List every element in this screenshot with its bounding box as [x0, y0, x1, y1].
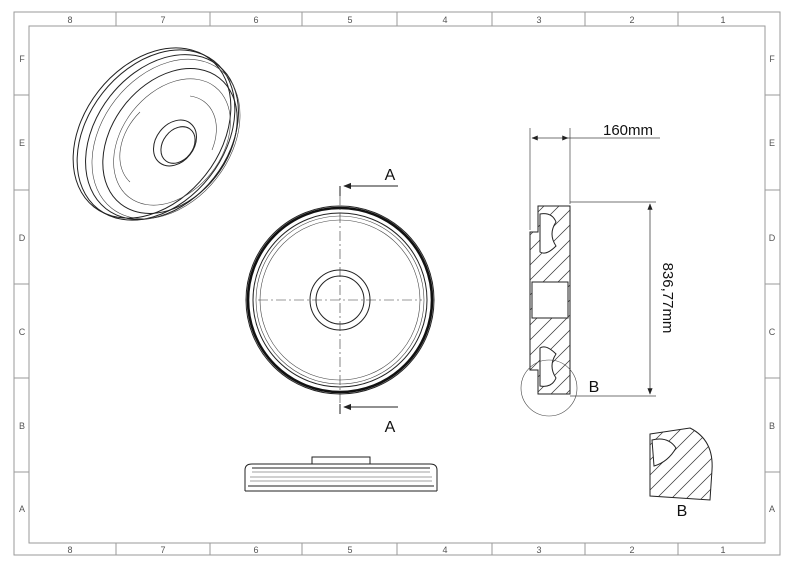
zone-ticks — [14, 12, 780, 555]
zone-row-label: A — [769, 504, 775, 514]
zone-row-label: A — [19, 504, 25, 514]
detail-view-label: B — [677, 503, 688, 520]
diameter-dimension: 836,77mm — [570, 201, 676, 397]
zone-row-label: C — [769, 327, 776, 337]
isometric-view — [72, 47, 241, 221]
zone-row-label: B — [19, 421, 25, 431]
zone-labels-bottom: 8 7 6 5 4 3 2 1 — [67, 545, 725, 555]
zone-col-label: 8 — [67, 15, 72, 25]
section-cut-markers: A A — [339, 167, 398, 436]
zone-col-label: 2 — [629, 15, 634, 25]
width-dimension: 160mm — [529, 122, 660, 230]
diameter-dimension-label: 836,77mm — [659, 263, 676, 334]
hub-bore — [531, 281, 569, 319]
zone-row-label: F — [769, 54, 775, 64]
zone-labels-top: 8 7 6 5 4 3 2 1 — [67, 15, 725, 25]
zone-row-label: B — [769, 421, 775, 431]
zone-row-label: F — [19, 54, 25, 64]
section-label-top: A — [385, 167, 396, 184]
section-view — [529, 205, 571, 395]
zone-col-label: 5 — [347, 545, 352, 555]
zone-row-label: E — [769, 138, 775, 148]
zone-col-label: 4 — [442, 545, 447, 555]
detail-view: B — [649, 427, 713, 520]
zone-col-label: 1 — [720, 15, 725, 25]
zone-col-label: 6 — [253, 545, 258, 555]
zone-labels-right: F E D C B A — [769, 54, 776, 514]
side-view — [244, 456, 438, 492]
detail-callout: B — [520, 359, 600, 417]
zone-col-label: 8 — [67, 545, 72, 555]
zone-col-label: 7 — [160, 545, 165, 555]
zone-col-label: 1 — [720, 545, 725, 555]
zone-row-label: E — [19, 138, 25, 148]
zone-row-label: D — [19, 233, 26, 243]
section-label-bottom: A — [385, 419, 396, 436]
zone-col-label: 7 — [160, 15, 165, 25]
zone-labels-left: F E D C B A — [19, 54, 26, 514]
front-view — [245, 195, 435, 405]
zone-col-label: 2 — [629, 545, 634, 555]
zone-col-label: 5 — [347, 15, 352, 25]
detail-circle-label: B — [589, 379, 600, 396]
zone-row-label: C — [19, 327, 26, 337]
zone-col-label: 3 — [536, 545, 541, 555]
zone-row-label: D — [769, 233, 776, 243]
zone-col-label: 4 — [442, 15, 447, 25]
width-dimension-label: 160mm — [603, 122, 653, 139]
zone-col-label: 3 — [536, 15, 541, 25]
zone-col-label: 6 — [253, 15, 258, 25]
